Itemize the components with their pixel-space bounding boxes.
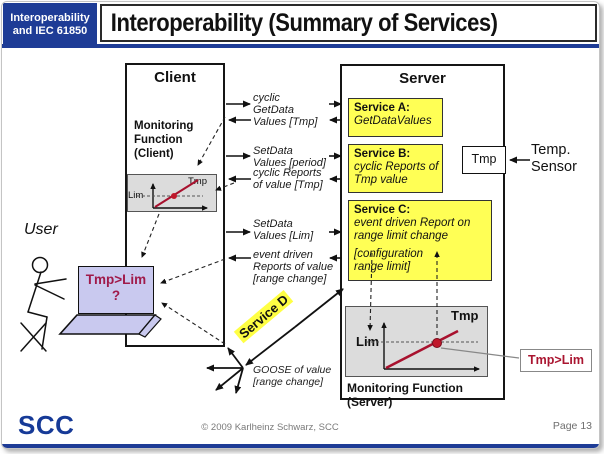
client-chart-lim-label: Lim	[128, 190, 144, 201]
page-number: Page 13	[552, 420, 592, 432]
service-a-desc: GetDataValues	[354, 115, 432, 127]
server-chart-lim-label: Lim	[356, 334, 380, 349]
goose-diagonal-up-arrow	[294, 288, 344, 328]
client-chart-tmp-label: Tmp	[188, 176, 207, 187]
client-monitoring-label: Monitoring Function (Client)	[134, 120, 194, 160]
client-title: Client	[154, 69, 196, 86]
scc-logo: SCC	[18, 410, 75, 440]
service-c-name: Service C:	[354, 204, 411, 216]
figure-head	[31, 256, 49, 274]
server-title: Server	[399, 70, 446, 87]
temp-sensor-label: Temp. Sensor	[531, 142, 577, 175]
figure-shin	[41, 316, 48, 350]
figure-torso	[27, 271, 42, 313]
goose-label-line2: [range change]	[253, 376, 324, 388]
stool-leg-2	[20, 322, 47, 352]
tmp-data-box: Tmp	[462, 146, 506, 174]
service-a-box: Service A: GetDataValues	[348, 98, 443, 137]
msg-getdata-label: cyclic GetData Values [Tmp]	[253, 92, 318, 128]
msg-cyclic-reports-label: cyclic Reports of value [Tmp]	[253, 167, 323, 191]
service-d-label: Service D	[233, 289, 294, 344]
goose-branch-downleft	[215, 367, 244, 391]
header-divider	[2, 44, 599, 48]
msg-setdata-period-label: SetData Values [period]	[253, 145, 326, 169]
user-label: User	[24, 221, 58, 238]
stool-leg-1	[20, 322, 47, 352]
figure-thigh	[27, 311, 48, 318]
laptop-screen: Tmp>Lim ?	[78, 266, 154, 314]
service-b-name: Service B:	[354, 148, 411, 160]
slide-frame: Interoperability and IEC 61850 Interoper…	[1, 1, 600, 449]
slide: Interoperability and IEC 61850 Interoper…	[2, 2, 599, 448]
figure-arm-upper	[34, 278, 67, 285]
msg-setdata-lim-label: SetData Values [Lim]	[253, 218, 314, 242]
series-tag-text: Interoperability and IEC 61850	[10, 11, 90, 37]
service-b-desc: cyclic Reports of Tmp value	[354, 161, 439, 186]
goose-label-line1: GOOSE of value	[253, 364, 332, 376]
series-tag-box: Interoperability and IEC 61850	[3, 3, 97, 46]
footer-divider	[2, 444, 599, 448]
service-a-name: Service A:	[354, 102, 410, 114]
service-b-box: Service B: cyclic Reports of Tmp value	[348, 144, 443, 193]
service-c-config: [configuration range limit]	[354, 248, 424, 273]
goose-branch-to-client	[227, 347, 244, 369]
tmp-gt-lim-callout: Tmp>Lim	[520, 349, 592, 372]
slide-title: Interoperability (Summary of Services)	[110, 8, 498, 37]
user-stick-figure	[20, 256, 67, 352]
service-c-box: Service C: event driven Report on range …	[348, 200, 492, 281]
copyright-text: © 2009 Karlheinz Schwarz, SCC	[201, 422, 339, 433]
title-box: Interoperability (Summary of Services)	[100, 4, 597, 42]
goose-branch-down	[234, 367, 244, 394]
service-c-desc: event driven Report on range limit chang…	[354, 217, 471, 242]
msg-event-reports-label: event driven Reports of value [range cha…	[253, 249, 334, 285]
laptop-alarm-text: Tmp>Lim	[85, 272, 147, 287]
server-monitoring-label: Monitoring Function (Server)	[347, 381, 463, 409]
figure-arm-lower	[34, 284, 65, 300]
server-chart-tmp-label: Tmp	[451, 308, 479, 323]
